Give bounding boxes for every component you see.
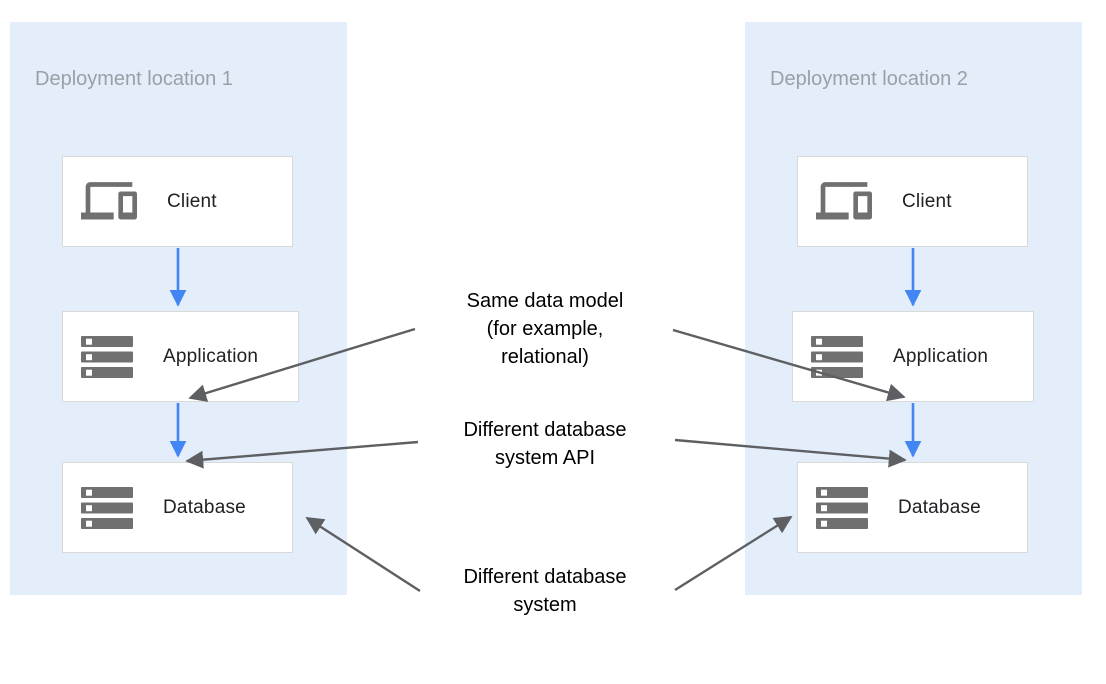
devices-icon bbox=[81, 181, 137, 222]
node-label: Database bbox=[163, 496, 246, 518]
application-node-location-1: Application bbox=[62, 311, 299, 402]
storage-icon bbox=[811, 335, 863, 378]
panel-title: Deployment location 1 bbox=[35, 68, 233, 90]
annotation-different-db-system: Different database system bbox=[463, 566, 627, 616]
client-node-location-2: Client bbox=[797, 156, 1028, 247]
client-node-location-1: Client bbox=[62, 156, 293, 247]
node-label: Database bbox=[898, 496, 981, 518]
panel-title: Deployment location 2 bbox=[770, 68, 968, 90]
database-node-location-2: Database bbox=[797, 462, 1028, 553]
storage-icon bbox=[81, 486, 133, 529]
node-label: Client bbox=[902, 190, 952, 212]
database-node-location-1: Database bbox=[62, 462, 293, 553]
storage-icon bbox=[816, 486, 868, 529]
node-label: Application bbox=[893, 345, 989, 367]
annotation-different-db-api: Different database system API bbox=[463, 419, 627, 469]
annotation-same-data-model: Same data model (for example, relational… bbox=[466, 290, 624, 368]
devices-icon bbox=[816, 181, 872, 222]
node-label: Application bbox=[163, 345, 259, 367]
node-label: Client bbox=[167, 190, 217, 212]
storage-icon bbox=[81, 335, 133, 378]
application-node-location-2: Application bbox=[792, 311, 1034, 402]
